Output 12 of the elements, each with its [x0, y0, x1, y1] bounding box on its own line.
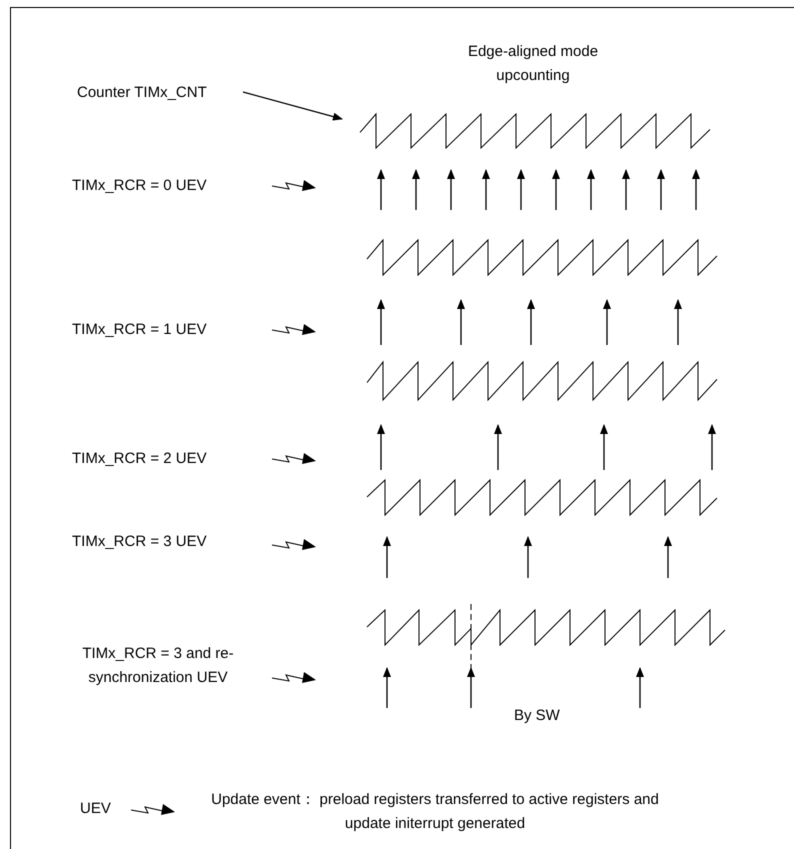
diagram-title: Edge-aligned mode upcounting	[466, 42, 600, 86]
counter-label: Counter TIMx_CNT	[77, 81, 237, 105]
sawtooth-waveform	[359, 113, 711, 149]
row-label: TIMx_RCR = 1 UEV	[72, 320, 208, 340]
row-label: TIMx_RCR = 3 and re-synchronization UEV	[81, 644, 235, 688]
row-label: TIMx_RCR = 0 UEV	[72, 176, 208, 196]
row-label: TIMx_RCR = 3 UEV	[72, 532, 208, 552]
legend-description: Update event： preload registers transferred to active registers and update initerrupt generated	[210, 790, 660, 834]
annotation-label: By SW	[514, 706, 560, 726]
uev-label: UEV	[80, 799, 111, 819]
row-label: TIMx_RCR = 2 UEV	[72, 449, 208, 469]
leader-arrow	[242, 91, 343, 120]
